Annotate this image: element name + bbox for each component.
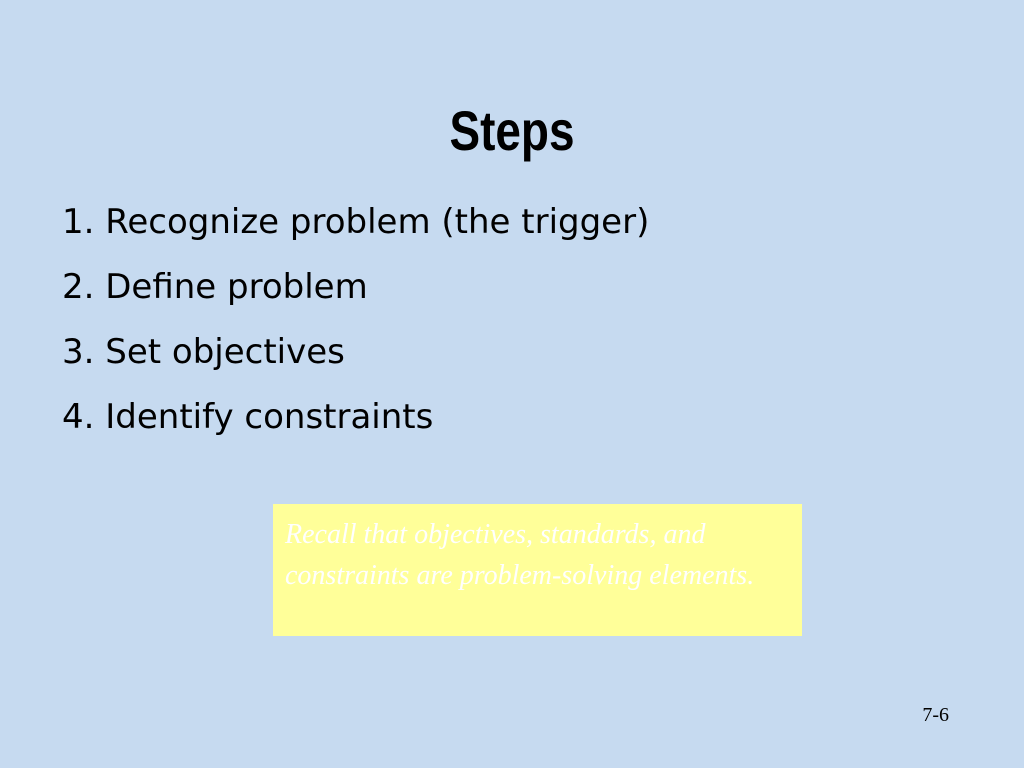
list-item: 1. Recognize problem (the trigger) — [62, 202, 650, 242]
step-list: 1. Recognize problem (the trigger) 2. De… — [62, 190, 649, 450]
note-text: Recall that objectives, standards, and c… — [285, 519, 755, 591]
list-item: 2. Define problem — [62, 267, 368, 307]
list-item: 4. Identify constraints — [62, 397, 434, 437]
slide-title: Steps — [449, 98, 575, 162]
slide-number: 7-6 — [922, 704, 949, 726]
note-callout: Recall that objectives, standards, and c… — [273, 504, 802, 636]
list-item: 3. Set objectives — [62, 332, 345, 372]
